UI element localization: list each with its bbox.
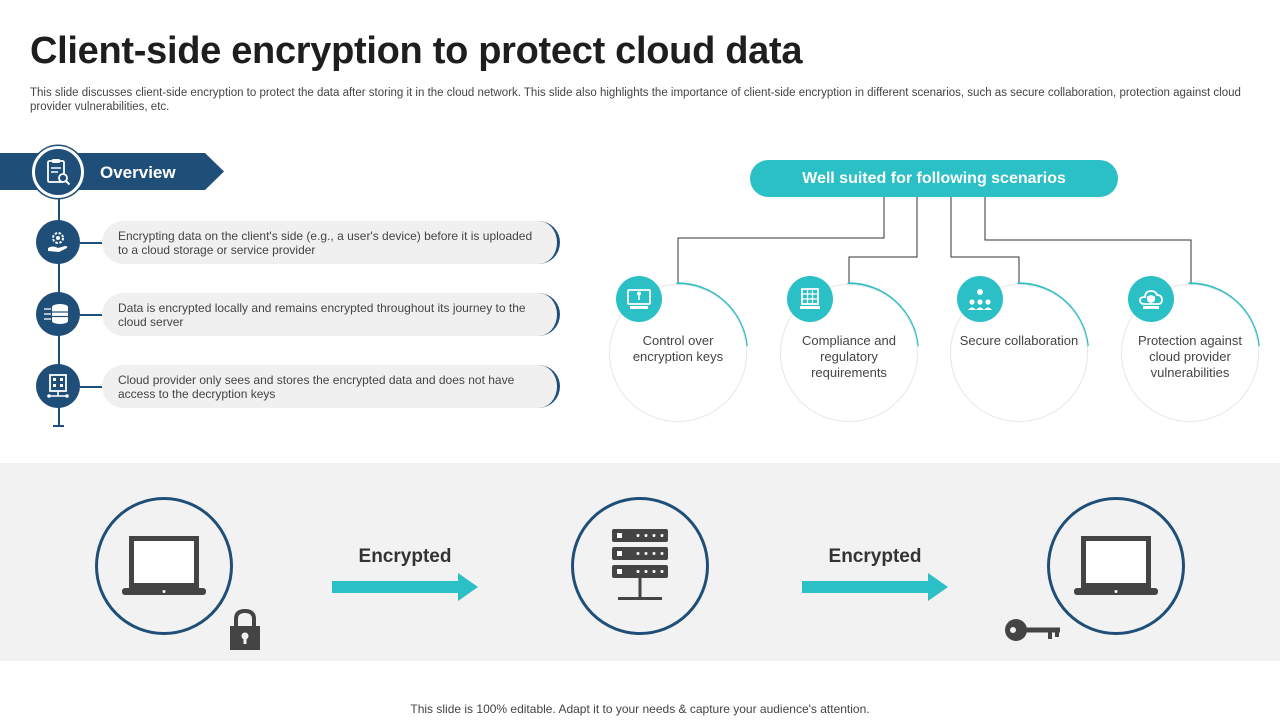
overview-item: Encrypting data on the client's side (e.… — [102, 221, 560, 264]
cloud-server — [571, 497, 709, 635]
overview-timeline-end — [53, 425, 64, 427]
flow-arrow-right-icon — [332, 573, 478, 601]
key-icon — [1005, 619, 1060, 641]
clipboard-search-icon — [32, 146, 84, 198]
overview-label: Overview — [100, 163, 176, 182]
server-icon — [612, 529, 668, 600]
overview-connector — [80, 314, 102, 316]
overview-item: Data is encrypted locally and remains en… — [102, 293, 560, 336]
overview-item: Cloud provider only sees and stores the … — [102, 365, 560, 408]
page-title: Client-side encryption to protect cloud … — [30, 30, 803, 72]
shield-cloud-icon — [1128, 276, 1174, 322]
overview-connector — [80, 386, 102, 388]
laptop-icon — [122, 536, 206, 595]
scenario-label: Secure collaboration — [959, 333, 1079, 348]
database-network-icon — [36, 292, 80, 336]
padlock-icon — [230, 608, 260, 650]
laptop-icon — [1074, 536, 1158, 595]
overview-connector — [80, 242, 102, 244]
hand-gear-icon — [36, 220, 80, 264]
scenario-label: Protection against cloud provider vulner… — [1137, 333, 1243, 380]
page-subtitle: This slide discusses client-side encrypt… — [30, 87, 1241, 113]
flow-arrow-right-icon — [802, 573, 948, 601]
team-collaboration-icon — [957, 276, 1003, 322]
monitor-key-icon — [616, 276, 662, 322]
scenario-label: Compliance and regulatory requirements — [802, 333, 896, 380]
footer-note: This slide is 100% editable. Adapt it to… — [410, 702, 870, 716]
building-network-icon — [36, 364, 80, 408]
recipient-device — [1047, 497, 1185, 635]
encrypted-label: Encrypted — [358, 546, 452, 567]
client-device — [95, 497, 233, 635]
checklist-device-icon — [787, 276, 833, 322]
scenario-label: Control over encryption keys — [632, 333, 724, 364]
scenarios-header: Well suited for following scenarios — [750, 160, 1118, 197]
encrypted-label: Encrypted — [828, 546, 922, 567]
